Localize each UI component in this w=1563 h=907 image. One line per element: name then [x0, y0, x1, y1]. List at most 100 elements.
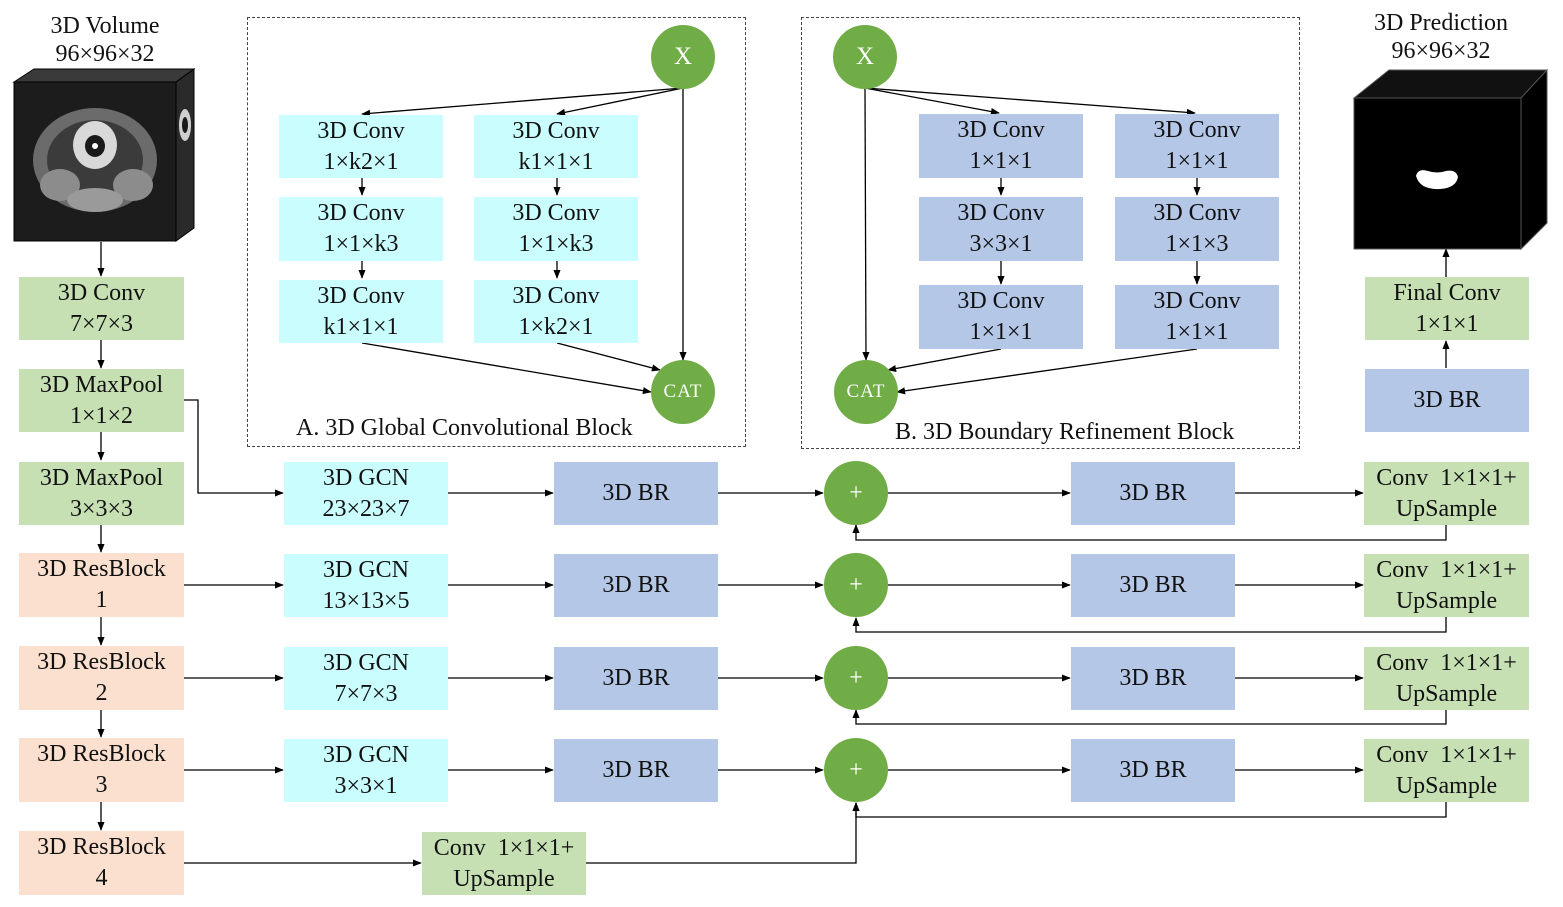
box-line: 3D GCN — [322, 741, 409, 768]
box-line: 1×k2×1 — [323, 148, 399, 175]
box-line: UpSample — [1395, 680, 1498, 707]
upsample-box-4: Conv 1×1×1+ UpSample — [1364, 739, 1529, 802]
node-label: CAT — [846, 381, 886, 402]
gcn-box-4: 3D GCN 3×3×1 — [284, 739, 448, 802]
br-box-b-1: 3D BR — [1071, 462, 1235, 525]
node-label: X — [855, 43, 875, 70]
box-line: 3D MaxPool — [39, 371, 164, 398]
box-line: 1×1×1 — [969, 319, 1033, 345]
gcn-box-3: 3D GCN 7×7×3 — [284, 647, 448, 710]
box-line: 3D BR — [1119, 572, 1187, 598]
box-line: 3D BR — [1119, 480, 1187, 506]
box-line: 3D Conv — [1153, 200, 1241, 226]
box-line: 3D BR — [1119, 757, 1187, 783]
sum-node-3: + — [824, 646, 888, 710]
box-line: 3D Conv — [957, 200, 1045, 226]
box-line: UpSample — [1395, 587, 1498, 614]
br-box-a-2: 3D BR — [554, 554, 718, 617]
box-line: 7×7×3 — [334, 680, 398, 707]
box-line: 3D BR — [602, 757, 670, 783]
block-b-caption: B. 3D Boundary Refinement Block — [895, 419, 1235, 445]
box-line: k1×1×1 — [323, 313, 399, 340]
box-line: 3D GCN — [322, 649, 409, 676]
box-line: 3D BR — [1119, 665, 1187, 691]
plus-label: + — [849, 756, 863, 783]
upsample-box-2: Conv 1×1×1+ UpSample — [1364, 554, 1529, 617]
box-line: 13×13×5 — [322, 587, 410, 614]
block-a-right-conv-1: 3D Conv k1×1×1 — [474, 115, 638, 178]
box-line: k1×1×1 — [518, 148, 594, 175]
prediction-volume-image — [1352, 68, 1549, 251]
gcn-box-2: 3D GCN 13×13×5 — [284, 554, 448, 617]
box-line: 3D Conv — [57, 279, 146, 306]
box-line: 4 — [95, 865, 108, 891]
box-line: 3D Conv — [1153, 288, 1241, 314]
encoder-resblock-4-box: 3D ResBlock 4 — [19, 831, 184, 895]
box-line: 3D BR — [602, 572, 670, 598]
box-line: 3D ResBlock — [37, 649, 166, 675]
box-line: 3D GCN — [322, 556, 409, 583]
block-a-cat-node: CAT — [651, 360, 715, 424]
box-line: 3D ResBlock — [37, 741, 166, 767]
final-br-box: 3D BR — [1365, 369, 1529, 432]
box-line: 23×23×7 — [322, 495, 410, 522]
box-line: 3D GCN — [322, 464, 409, 491]
box-line: 3×3×1 — [334, 772, 398, 799]
gcn-box-1: 3D GCN 23×23×7 — [284, 462, 448, 525]
box-line: Conv 1×1×1+ — [1376, 464, 1517, 491]
plus-label: + — [849, 479, 863, 506]
box-line: 3×3×1 — [969, 231, 1033, 257]
br-box-b-3: 3D BR — [1071, 647, 1235, 710]
plus-label: + — [849, 664, 863, 691]
box-line: 1×1×1 — [1415, 310, 1479, 337]
box-line: 3D ResBlock — [37, 834, 166, 860]
block-b-left-conv-3: 3D Conv 1×1×1 — [919, 285, 1083, 349]
encoder-conv-box: 3D Conv 7×7×3 — [19, 277, 184, 340]
block-b-cat-node: CAT — [834, 360, 898, 424]
block-a-input-node: X — [651, 25, 715, 89]
box-line: 3D Conv — [317, 200, 405, 226]
box-line: 1×1×1 — [1165, 148, 1229, 174]
br-box-a-1: 3D BR — [554, 462, 718, 525]
box-line: 3D MaxPool — [39, 464, 164, 491]
box-line: Conv 1×1×1+ — [1376, 649, 1517, 676]
block-b-right-conv-3: 3D Conv 1×1×1 — [1115, 285, 1279, 349]
block-b-right-conv-2: 3D Conv 1×1×3 — [1115, 197, 1279, 261]
box-line: UpSample — [453, 865, 555, 892]
box-line: 1×1×3 — [1165, 231, 1229, 257]
node-label: CAT — [663, 381, 703, 402]
box-line: 3D BR — [602, 665, 670, 691]
box-line: 3D BR — [602, 480, 670, 506]
encoder-maxpool-1-box: 3D MaxPool 1×1×2 — [19, 369, 184, 432]
box-line: 3D Conv — [957, 288, 1045, 314]
box-line: UpSample — [1395, 772, 1498, 799]
box-line: 3D Conv — [512, 117, 600, 144]
block-b-left-conv-2: 3D Conv 3×3×1 — [919, 197, 1083, 261]
box-line: 1×1×1 — [1165, 319, 1229, 345]
box-line: Conv 1×1×1+ — [1376, 556, 1517, 583]
block-b-input-node: X — [833, 25, 897, 89]
box-line: 3D Conv — [512, 200, 600, 226]
block-a-caption: A. 3D Global Convolutional Block — [296, 415, 633, 441]
upsample-box-1: Conv 1×1×1+UpSample — [1364, 462, 1529, 525]
box-line: 2 — [95, 680, 108, 706]
box-line: 3D Conv — [1153, 117, 1241, 143]
box-line: 7×7×3 — [69, 310, 134, 337]
box-line: 1×1×2 — [69, 402, 134, 429]
input-volume-image — [12, 68, 196, 242]
box-line: Conv 1×1×1+ — [1376, 741, 1517, 768]
br-box-a-3: 3D BR — [554, 647, 718, 710]
box-line: Conv 1×1×1+ — [433, 834, 575, 861]
upsample-box-3: Conv 1×1×1+ UpSample — [1364, 647, 1529, 710]
